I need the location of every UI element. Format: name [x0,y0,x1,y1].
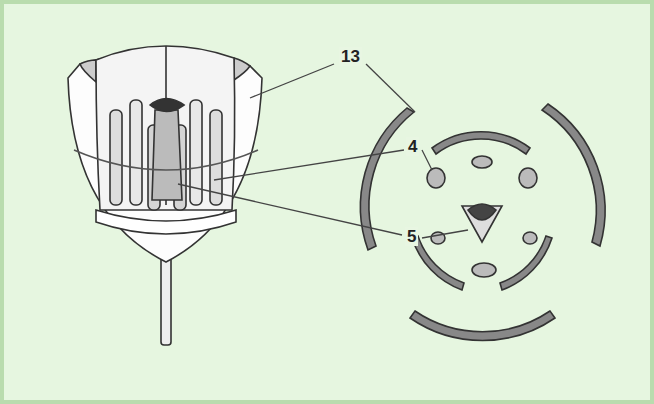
tepal-edge [80,60,96,82]
callout-number: 13 [339,47,362,66]
leader-line [250,64,334,98]
leader-line [214,150,404,180]
pistil [152,110,182,200]
stamen [523,232,537,244]
cup-rim [96,210,236,234]
outer-tepal [410,311,555,341]
leader-line [422,230,468,238]
callout-number: 4 [406,137,419,156]
flower-cup [68,46,262,345]
tepal-edge [234,58,250,80]
inner-tepals [96,46,235,210]
stamen [210,110,222,205]
leader-line [178,184,402,235]
stamen [472,156,492,168]
floral-diagram [360,104,605,341]
stamen [427,168,445,188]
cup-line [74,150,258,170]
stamen [519,168,537,188]
stigma [150,99,184,112]
inner-tepal [500,236,552,290]
stamen [130,100,142,205]
leader-line [366,64,415,112]
stamen [472,263,496,277]
outer-tepal [542,104,605,246]
callout-number: 5 [405,227,418,246]
leader-lines [178,64,468,238]
ovary-locules [468,204,496,220]
stamen [110,110,122,205]
leader-line [422,150,432,170]
flower-stalk [161,250,171,345]
inner-tepal [432,132,530,154]
